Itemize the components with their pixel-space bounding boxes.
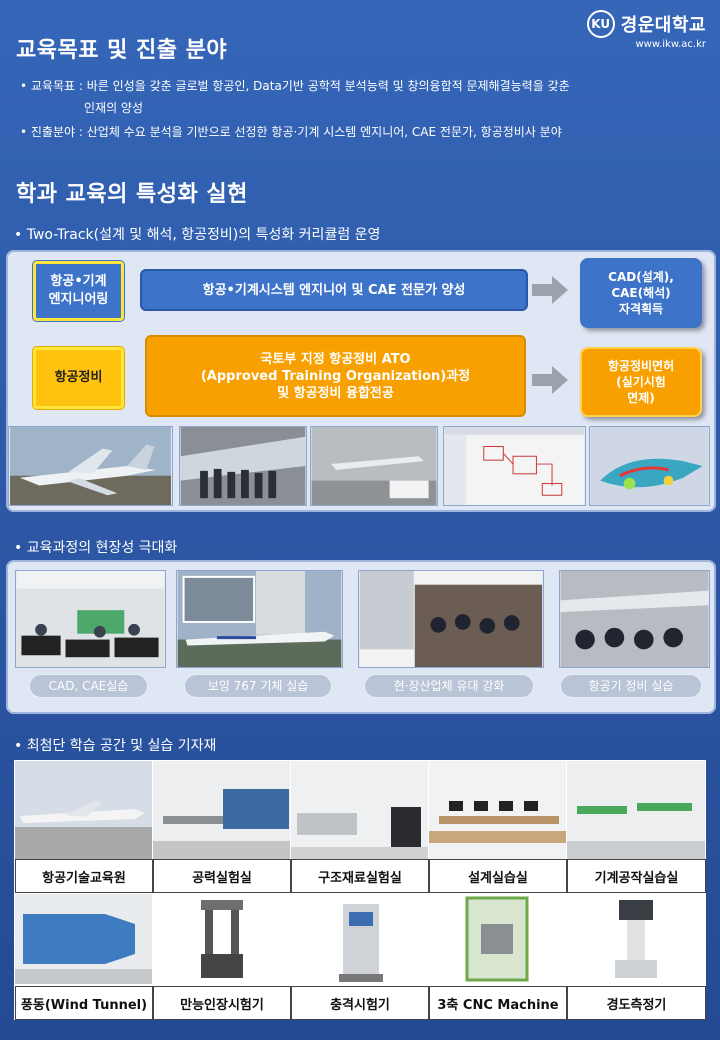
track1-result-line1: CAD(설계), <box>608 270 674 284</box>
goal-line: • 교육목표 : 바른 인성을 갖춘 글로벌 항공인, Data기반 공학적 분… <box>20 76 660 96</box>
track1-bar: 항공•기계시스템 엔지니어 및 CAE 전문가 양성 <box>140 269 528 311</box>
aircraft-outdoor-photo <box>8 426 173 506</box>
hardness-tester-photo <box>567 894 705 984</box>
section1-title: 교육목표 및 진출 분야 <box>16 38 228 63</box>
track1-tag-line2: 엔지니어링 <box>48 292 109 307</box>
track1-tag-line1: 항공•기계 <box>50 274 107 289</box>
label-aerodynamics-lab: 공력실험실 <box>153 859 291 893</box>
pill-boeing767: 보잉 767 기체 실습 <box>184 674 332 698</box>
label-universal-tensile-tester: 만능인장시험기 <box>153 986 291 1020</box>
cad-schematic-screenshot <box>443 426 586 506</box>
career-text: 산업체 수요 분석을 기반으로 선정한 항공·기계 시스템 엔지니어, CAE … <box>86 125 562 139</box>
universal-tensile-tester-photo <box>153 894 290 984</box>
wind-tunnel-photo <box>15 894 152 984</box>
track1-arrow-icon <box>532 276 568 304</box>
label-machining-lab: 기계공작실습실 <box>567 859 706 893</box>
label-structural-materials-lab: 구조재료실험실 <box>291 859 429 893</box>
track2-bar: 국토부 지정 항공정비 ATO(Approved Training Organi… <box>145 335 526 417</box>
career-label: • 진출분야 : <box>20 125 87 139</box>
structural-materials-lab-photo <box>291 761 428 859</box>
goal-label: • 교육목표 : <box>20 79 87 93</box>
track2-result-line3: 면제) <box>627 391 655 405</box>
pill-industry-ties: 현·장산업체 유대 강화 <box>364 674 534 698</box>
career-line: • 진출분야 : 산업체 수요 분석을 기반으로 선정한 항공·기계 시스템 엔… <box>20 122 700 142</box>
section2-title: 학과 교육의 특성화 실현 <box>16 182 248 207</box>
industry-meeting-photo <box>358 570 544 668</box>
label-aviation-education-center: 항공기술교육원 <box>15 859 153 893</box>
aerodynamics-lab-photo <box>153 761 290 859</box>
track2-arrow-icon <box>532 366 568 394</box>
label-cnc-machine: 3축 CNC Machine <box>429 986 567 1020</box>
track2-bar-line3: 및 항공정비 융합전공 <box>277 385 394 401</box>
track2-bar-line2: (Approved Training Organization)과정 <box>200 368 471 384</box>
university-url: www.ikw.ac.kr <box>635 39 706 50</box>
track1-result-line3: 자격획득 <box>618 302 664 316</box>
maintenance-hall-photo <box>310 426 438 506</box>
cae-helicopter-model <box>589 426 710 506</box>
goal-text: 바른 인성을 갖춘 글로벌 항공인, Data기반 공학적 분석능력 및 창의융… <box>86 79 570 93</box>
label-hardness-tester: 경도측정기 <box>567 986 706 1020</box>
university-name: 경운대학교 <box>620 15 706 36</box>
pill-aircraft-maintenance: 항공기 정비 실습 <box>560 674 702 698</box>
pill-cad-cae: CAD, CAE실습 <box>29 674 148 698</box>
facilities-heading: • 최첨단 학습 공간 및 실습 기자재 <box>14 738 217 754</box>
label-impact-tester: 충격시험기 <box>291 986 429 1020</box>
university-logo: KU 경운대학교 www.ikw.ac.kr <box>586 10 706 50</box>
field-practice-heading: • 교육과정의 현장성 극대화 <box>14 540 178 556</box>
boeing767-photo <box>176 570 343 668</box>
label-design-lab: 설계실습실 <box>429 859 567 893</box>
impact-tester-photo <box>291 894 428 984</box>
university-seal-icon: KU <box>586 10 615 38</box>
track2-bar-line1: 국토부 지정 항공정비 ATO <box>260 351 411 367</box>
two-track-heading: • Two-Track(설계 및 해석, 항공정비)의 특성화 커리큘럼 운영 <box>14 227 381 243</box>
track2-tag: 항공정비 <box>33 347 124 409</box>
cad-lab-photo <box>15 570 166 668</box>
design-lab-photo <box>429 761 566 859</box>
aircraft-maintenance-photo <box>559 570 710 668</box>
hangar-students-photo <box>179 426 307 506</box>
aviation-education-center-photo <box>15 761 152 859</box>
track2-result-line1: 항공정비면허 <box>607 359 675 373</box>
cnc-machine-photo <box>429 894 566 984</box>
track1-result: CAD(설계), CAE(해석) 자격획득 <box>580 258 702 328</box>
machining-lab-photo <box>567 761 705 859</box>
track1-result-line2: CAE(해석) <box>611 286 671 300</box>
track2-result-line2: (실기시험 <box>616 375 666 389</box>
goal-text-cont: 인재의 양성 <box>84 101 144 115</box>
label-wind-tunnel: 풍동(Wind Tunnel) <box>15 986 153 1020</box>
